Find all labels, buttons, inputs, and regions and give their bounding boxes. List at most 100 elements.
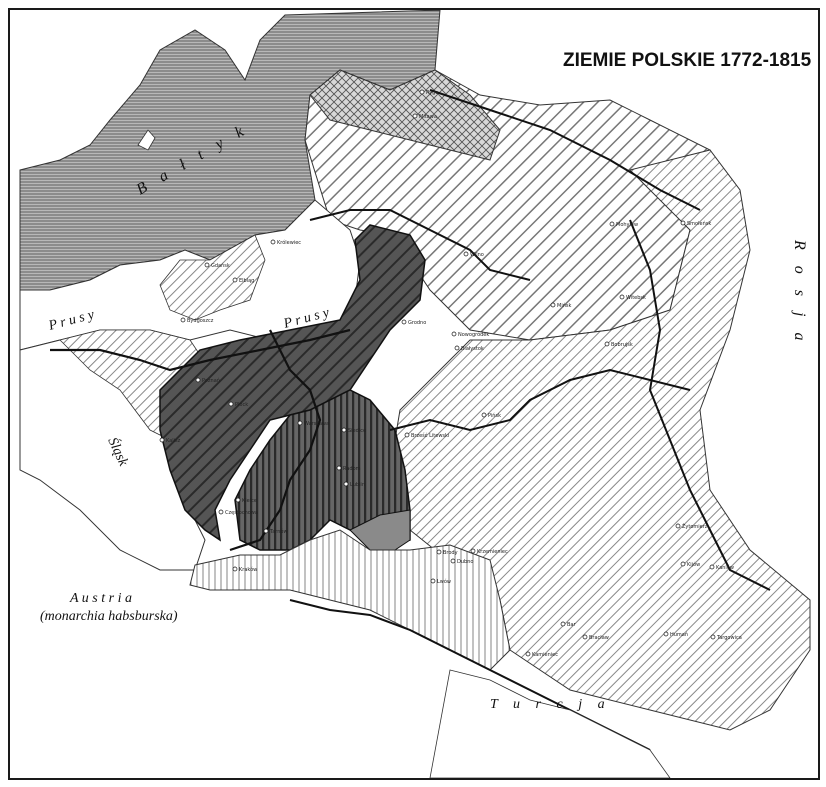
city-label: Siedlce — [348, 428, 366, 434]
city-marker: Kamieniec — [525, 651, 558, 658]
city-marker: Radom — [336, 465, 361, 472]
city-dot — [419, 89, 425, 95]
city-dot — [270, 239, 276, 245]
city-dot — [297, 420, 303, 426]
city-label: Kaniów — [716, 564, 734, 571]
city-marker: Gdańsk — [204, 262, 230, 269]
city-label: Kielce — [242, 498, 257, 504]
city-marker: Bar — [560, 621, 576, 628]
city-marker: Mińsk — [550, 302, 571, 309]
city-marker: Częstochowa — [218, 509, 258, 516]
city-label: Ryga — [426, 90, 438, 96]
city-dot — [525, 651, 531, 657]
river-dnieper — [629, 219, 771, 591]
region-label-austria: A u s t r i a — [69, 591, 132, 606]
city-label: Witebsk — [626, 295, 646, 301]
city-dot — [436, 549, 442, 555]
city-label: Bobrujsk — [611, 342, 633, 348]
city-dot — [263, 528, 269, 534]
city-label: Bracław — [589, 635, 609, 641]
city-dot — [481, 412, 487, 418]
city-dot — [235, 497, 241, 503]
city-marker: Wilno — [463, 251, 484, 258]
city-marker: Elbląg — [232, 277, 254, 284]
city-label: Kijów — [687, 561, 700, 568]
city-dot — [550, 302, 556, 308]
city-label: Częstochowa — [225, 510, 258, 516]
city-marker: Bracław — [582, 634, 609, 641]
city-marker: Poznań — [195, 377, 220, 384]
city-dot — [680, 220, 686, 226]
city-label: Mohylew — [616, 222, 638, 228]
border-line — [50, 328, 351, 372]
city-label: Grodno — [408, 320, 426, 326]
city-dot — [195, 377, 201, 383]
city-dot — [619, 294, 625, 300]
city-marker: Brody — [436, 549, 458, 556]
gulf-coast — [137, 129, 156, 151]
city-dot — [582, 634, 588, 640]
city-marker: Smoleńsk — [680, 220, 711, 227]
city-label: Tarnów — [269, 528, 288, 535]
city-marker: Ryga — [419, 89, 438, 96]
city-label: Warszawa — [304, 421, 329, 427]
city-label: Kraków — [239, 566, 257, 573]
historical-map: ZIEMIE POLSKIE 1772-1815 B a ł t y k R o… — [19, 10, 812, 778]
city-label: Brody — [443, 550, 458, 556]
region-label-austria-sub: (monarchia habsburska) — [40, 609, 178, 624]
turkey-area — [429, 669, 671, 778]
city-label: Lwów — [437, 578, 451, 585]
region-label-turkey: T u r c j a — [490, 697, 611, 712]
city-label: Smoleńsk — [687, 220, 711, 227]
city-dot — [232, 566, 238, 572]
city-marker: Witebsk — [619, 294, 646, 301]
city-dot — [336, 465, 342, 471]
river-dvina — [429, 89, 701, 211]
city-dot — [430, 578, 436, 584]
city-label: Królewiec — [277, 239, 301, 246]
city-label: Lublin — [350, 482, 365, 488]
city-dot — [604, 341, 610, 347]
city-marker: Bobrujsk — [604, 341, 633, 348]
city-label: Dubno — [457, 559, 473, 565]
austrian-partition — [189, 529, 511, 671]
city-label: Nowogródek — [458, 331, 489, 338]
river-bug — [389, 368, 691, 432]
city-label: Bydgoszcz — [187, 318, 214, 324]
city-label: Krzemieniec — [477, 549, 508, 555]
city-marker: Humań — [663, 631, 688, 638]
city-marker: Warszawa — [297, 420, 329, 427]
river-vistula — [229, 329, 322, 552]
city-dot — [675, 523, 681, 529]
city-dot — [401, 319, 407, 325]
city-label: Kalisz — [166, 438, 181, 444]
city-dot — [404, 432, 410, 438]
city-marker: Białystok — [454, 345, 484, 352]
city-dot — [228, 401, 234, 407]
city-dot — [470, 548, 476, 554]
city-dot — [232, 277, 238, 283]
cities: RygaMitawaKrólewiecGdańskElblągBydgoszcz… — [159, 89, 742, 658]
city-marker: Mohylew — [609, 221, 638, 228]
city-dot — [343, 481, 349, 487]
city-dot — [218, 509, 224, 515]
city-dot — [204, 262, 210, 268]
city-label: Mitawa — [419, 114, 437, 120]
city-label: Brześć Litewski — [411, 432, 449, 439]
city-marker: Targowica — [710, 634, 742, 641]
city-marker: Kielce — [235, 497, 257, 504]
city-marker: Krzemieniec — [470, 548, 508, 555]
city-dot — [709, 564, 715, 570]
city-label: Elbląg — [239, 278, 254, 284]
city-label: Płock — [235, 402, 248, 408]
courland — [309, 69, 501, 161]
city-marker: Kalisz — [159, 437, 181, 444]
city-label: Gdańsk — [211, 262, 230, 269]
city-marker: Kaniów — [709, 564, 734, 571]
city-label: Żytomierz — [682, 523, 708, 530]
city-marker: Dubno — [450, 558, 473, 565]
map-frame: ZIEMIE POLSKIE 1772-1815 B a ł t y k R o… — [8, 8, 820, 780]
city-label: Targowica — [716, 635, 742, 641]
city-dot — [450, 558, 456, 564]
city-label: Bar — [567, 622, 576, 628]
